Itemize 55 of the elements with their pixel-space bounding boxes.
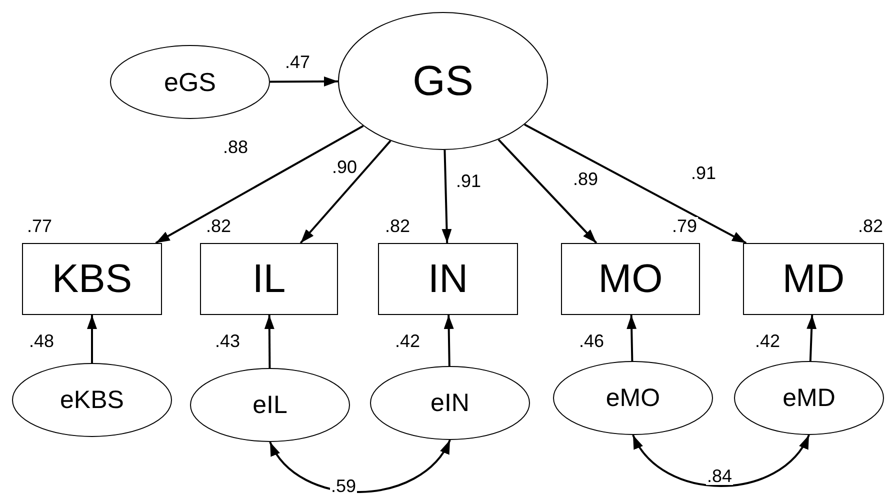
edge-label: .43 bbox=[214, 332, 242, 350]
edge-label: .48 bbox=[28, 332, 56, 350]
variable-box bbox=[561, 243, 700, 315]
variable-box bbox=[378, 243, 518, 315]
variable-label: GS bbox=[412, 60, 474, 102]
edge-label: .91 bbox=[455, 172, 482, 190]
variable-ellipse bbox=[370, 366, 530, 440]
edge-label: .46 bbox=[578, 332, 606, 350]
r-squared-value: .82 bbox=[856, 217, 884, 235]
variable-ellipse bbox=[553, 361, 713, 435]
edge-label: .42 bbox=[754, 332, 782, 350]
arrow bbox=[626, 314, 637, 362]
arrow bbox=[498, 138, 598, 244]
edge-label: .47 bbox=[284, 53, 312, 71]
edge-label: .59 bbox=[330, 477, 358, 495]
variable-label: eIL bbox=[252, 392, 288, 418]
variable-label: eGS bbox=[164, 69, 216, 95]
variable-label: IN bbox=[428, 259, 468, 299]
edge-label: .89 bbox=[572, 170, 600, 188]
arrow bbox=[155, 125, 364, 244]
variable-ellipse bbox=[110, 45, 270, 119]
arrow bbox=[524, 124, 747, 244]
r-squared-value: .79 bbox=[670, 217, 698, 235]
variable-box bbox=[743, 243, 884, 315]
variable-box bbox=[22, 243, 162, 315]
variable-label: MD bbox=[782, 259, 845, 299]
double-headed-arrow bbox=[632, 434, 810, 487]
edge-label: .91 bbox=[690, 164, 718, 182]
arrow bbox=[87, 315, 97, 363]
variable-label: eMD bbox=[782, 386, 836, 410]
variable-ellipse bbox=[338, 12, 548, 150]
edge-label: .90 bbox=[331, 158, 358, 176]
edge-label: .84 bbox=[706, 467, 734, 485]
r-squared-value: .82 bbox=[384, 217, 412, 235]
variable-label: eMO bbox=[606, 386, 660, 410]
edge-label: .88 bbox=[222, 138, 250, 156]
variable-label: eKBS bbox=[60, 388, 124, 412]
r-squared-value: .77 bbox=[26, 217, 54, 235]
arrow bbox=[442, 150, 452, 244]
arrow bbox=[264, 315, 274, 368]
arrow bbox=[300, 140, 392, 244]
edge-label: .42 bbox=[394, 332, 422, 350]
arrow bbox=[806, 314, 817, 362]
arrow bbox=[270, 76, 338, 86]
double-headed-arrow bbox=[269, 440, 451, 493]
variable-label: MO bbox=[598, 259, 663, 299]
r-squared-value: .82 bbox=[205, 217, 232, 235]
arrow bbox=[444, 314, 454, 366]
variable-ellipse bbox=[190, 368, 350, 442]
variable-label: IL bbox=[252, 259, 286, 299]
variable-label: KBS bbox=[52, 259, 132, 299]
variable-label: eIN bbox=[430, 390, 470, 416]
variable-box bbox=[200, 243, 338, 315]
variable-ellipse bbox=[734, 361, 884, 435]
variable-ellipse bbox=[12, 363, 172, 437]
